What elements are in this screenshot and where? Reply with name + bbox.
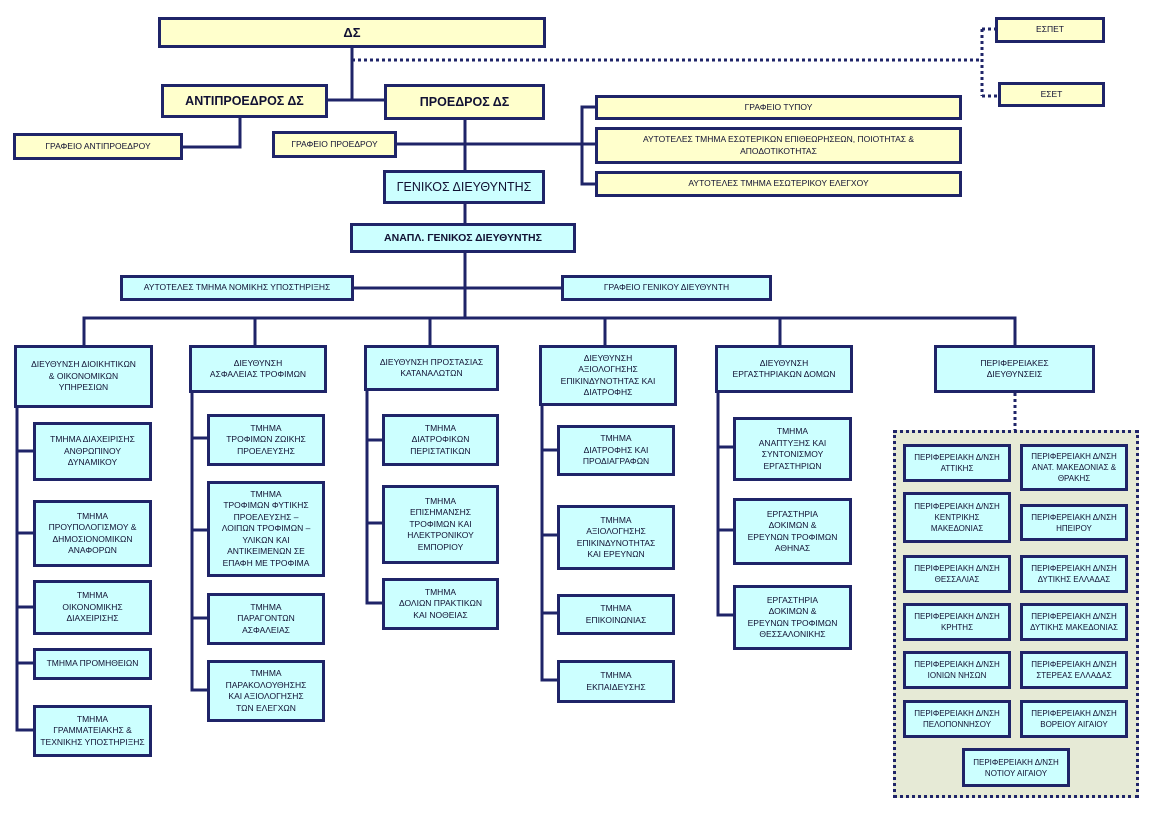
board-box: ΔΣ [158,17,546,48]
department-box: ΕΡΓΑΣΤΗΡΙΑ ΔΟΚΙΜΩΝ & ΕΡΕΥΝΩΝ ΤΡΟΦΙΜΩΝ ΑΘ… [733,498,852,565]
deputy-general-director-box: ΑΝΑΠΛ. ΓΕΝΙΚΟΣ ΔΙΕΥΘΥΝΤΗΣ [350,223,576,253]
espet-committee-box: ΕΣΠΕΤ [995,17,1105,43]
department-box: ΤΜΗΜΑ ΠΡΟΜΗΘΕΙΩΝ [33,648,152,680]
department-box: ΤΜΗΜΑ ΔΙΑΤΡΟΦΙΚΩΝ ΠΕΡΙΣΤΑΤΙΚΩΝ [382,414,499,466]
regional-office-box: ΠΕΡΙΦΕΡΕΙΑΚΗ Δ/ΝΣΗ ΔΥΤΙΚΗΣ ΜΑΚΕΔΟΝΙΑΣ [1020,603,1128,641]
president-office-box: ΓΡΑΦΕΙΟ ΠΡΟΕΔΡΟΥ [272,131,397,158]
department-box: ΤΜΗΜΑ ΑΞΙΟΛΟΓΗΣΗΣ ΕΠΙΚΙΝΔΥΝΟΤΗΤΑΣ ΚΑΙ ΕΡ… [557,505,675,570]
department-box: ΤΜΗΜΑ ΔΟΛΙΩΝ ΠΡΑΚΤΙΚΩΝ ΚΑΙ ΝΟΘΕΙΑΣ [382,578,499,630]
directorate-box: ΔΙΕΥΘΥΝΣΗ ΑΣΦΑΛΕΙΑΣ ΤΡΟΦΙΜΩΝ [189,345,327,393]
department-box: ΤΜΗΜΑ ΓΡΑΜΜΑΤΕΙΑΚΗΣ & ΤΕΧΝΙΚΗΣ ΥΠΟΣΤΗΡΙΞ… [33,705,152,757]
department-box: ΤΜΗΜΑ ΤΡΟΦΙΜΩΝ ΖΩΙΚΗΣ ΠΡΟΕΛΕΥΣΗΣ [207,414,325,466]
regional-office-box: ΠΕΡΙΦΕΡΕΙΑΚΗ Δ/ΝΣΗ ΘΕΣΣΑΛΙΑΣ [903,555,1011,593]
regional-office-box: ΠΕΡΙΦΕΡΕΙΑΚΗ Δ/ΝΣΗ ΗΠΕΙΡΟΥ [1020,504,1128,541]
regional-office-box: ΠΕΡΙΦΕΡΕΙΑΚΗ Δ/ΝΣΗ ΔΥΤΙΚΗΣ ΕΛΛΑΔΑΣ [1020,555,1128,593]
department-box: ΤΜΗΜΑ ΑΝΑΠΤΥΞΗΣ ΚΑΙ ΣΥΝΤΟΝΙΣΜΟΥ ΕΡΓΑΣΤΗΡ… [733,417,852,481]
department-box: ΤΜΗΜΑ ΕΠΙΣΗΜΑΝΣΗΣ ΤΡΟΦΙΜΩΝ ΚΑΙ ΗΛΕΚΤΡΟΝΙ… [382,485,499,564]
department-box: ΤΜΗΜΑ ΠΡΟΥΠΟΛΟΓΙΣΜΟΥ & ΔΗΜΟΣΙΟΝΟΜΙΚΩΝ ΑΝ… [33,500,152,567]
general-director-box: ΓΕΝΙΚΟΣ ΔΙΕΥΘΥΝΤΗΣ [383,170,545,204]
regional-office-box: ΠΕΡΙΦΕΡΕΙΑΚΗ Δ/ΝΣΗ ΣΤΕΡΕΑΣ ΕΛΛΑΔΑΣ [1020,651,1128,689]
regional-office-box: ΠΕΡΙΦΕΡΕΙΑΚΗ Δ/ΝΣΗ ΝΟΤΙΟΥ ΑΙΓΑΙΟΥ [962,748,1070,787]
regional-office-box: ΠΕΡΙΦΕΡΕΙΑΚΗ Δ/ΝΣΗ ΚΡΗΤΗΣ [903,603,1011,641]
regional-directorates-box: ΠΕΡΙΦΕΡΕΙΑΚΕΣ ΔΙΕΥΘΥΝΣΕΙΣ [934,345,1095,393]
regional-office-box: ΠΕΡΙΦΕΡΕΙΑΚΗ Δ/ΝΣΗ ΑΝΑΤ. ΜΑΚΕΔΟΝΙΑΣ & ΘΡ… [1020,444,1128,491]
directorate-box: ΔΙΕΥΘΥΝΣΗ ΔΙΟΙΚΗΤΙΚΩΝ & ΟΙΚΟΝΟΜΙΚΩΝ ΥΠΗΡ… [14,345,153,408]
department-box: ΤΜΗΜΑ ΔΙΑΧΕΙΡΙΣΗΣ ΑΝΘΡΩΠΙΝΟΥ ΔΥΝΑΜΙΚΟΥ [33,422,152,481]
department-box: ΤΜΗΜΑ ΠΑΡΑΚΟΛΟΥΘΗΣΗΣ ΚΑΙ ΑΞΙΟΛΟΓΗΣΗΣ ΤΩΝ… [207,660,325,722]
directorate-box: ΔΙΕΥΘΥΝΣΗ ΠΡΟΣΤΑΣΙΑΣ ΚΑΤΑΝΑΛΩΤΩΝ [364,345,499,391]
press-office-box: ΓΡΑΦΕΙΟ ΤΥΠΟΥ [595,95,962,120]
vice-president-box: ΑΝΤΙΠΡΟΕΔΡΟΣ ΔΣ [161,84,328,118]
department-box: ΤΜΗΜΑ ΕΠΙΚΟΙΝΩΝΙΑΣ [557,594,675,635]
regional-office-box: ΠΕΡΙΦΕΡΕΙΑΚΗ Δ/ΝΣΗ ΠΕΛΟΠΟΝΝΗΣΟΥ [903,700,1011,738]
department-box: ΤΜΗΜΑ ΠΑΡΑΓΟΝΤΩΝ ΑΣΦΑΛΕΙΑΣ [207,593,325,645]
regional-office-box: ΠΕΡΙΦΕΡΕΙΑΚΗ Δ/ΝΣΗ ΚΕΝΤΡΙΚΗΣ ΜΑΚΕΔΟΝΙΑΣ [903,492,1011,543]
department-box: ΤΜΗΜΑ ΟΙΚΟΝΟΜΙΚΗΣ ΔΙΑΧΕΙΡΙΣΗΣ [33,580,152,635]
department-box: ΤΜΗΜΑ ΔΙΑΤΡΟΦΗΣ ΚΑΙ ΠΡΟΔΙΑΓΡΑΦΩΝ [557,425,675,476]
president-box: ΠΡΟΕΔΡΟΣ ΔΣ [384,84,545,120]
department-box: ΤΜΗΜΑ ΕΚΠΑΙΔΕΥΣΗΣ [557,660,675,703]
legal-support-unit-box: ΑΥΤΟΤΕΛΕΣ ΤΜΗΜΑ ΝΟΜΙΚΗΣ ΥΠΟΣΤΗΡΙΞΗΣ [120,275,354,301]
department-box: ΤΜΗΜΑ ΤΡΟΦΙΜΩΝ ΦΥΤΙΚΗΣ ΠΡΟΕΛΕΥΣΗΣ – ΛΟΙΠ… [207,481,325,577]
general-director-office-box: ΓΡΑΦΕΙΟ ΓΕΝΙΚΟΥ ΔΙΕΥΘΥΝΤΗ [561,275,772,301]
internal-inspections-unit-box: ΑΥΤΟΤΕΛΕΣ ΤΜΗΜΑ ΕΣΩΤΕΡΙΚΩΝ ΕΠΙΘΕΩΡΗΣΕΩΝ,… [595,127,962,164]
eset-committee-box: ΕΣΕΤ [998,82,1105,107]
directorate-box: ΔΙΕΥΘΥΝΣΗ ΑΞΙΟΛΟΓΗΣΗΣ ΕΠΙΚΙΝΔΥΝΟΤΗΤΑΣ ΚΑ… [539,345,677,406]
regional-office-box: ΠΕΡΙΦΕΡΕΙΑΚΗ Δ/ΝΣΗ ΑΤΤΙΚΗΣ [903,444,1011,482]
regional-office-box: ΠΕΡΙΦΕΡΕΙΑΚΗ Δ/ΝΣΗ ΙΟΝΙΩΝ ΝΗΣΩΝ [903,651,1011,689]
internal-audit-unit-box: ΑΥΤΟΤΕΛΕΣ ΤΜΗΜΑ ΕΣΩΤΕΡΙΚΟΥ ΕΛΕΓΧΟΥ [595,171,962,197]
regional-office-box: ΠΕΡΙΦΕΡΕΙΑΚΗ Δ/ΝΣΗ ΒΟΡΕΙΟΥ ΑΙΓΑΙΟΥ [1020,700,1128,738]
vice-president-office-box: ΓΡΑΦΕΙΟ ΑΝΤΙΠΡΟΕΔΡΟΥ [13,133,183,160]
directorate-box: ΔΙΕΥΘΥΝΣΗ ΕΡΓΑΣΤΗΡΙΑΚΩΝ ΔΟΜΩΝ [715,345,853,393]
department-box: ΕΡΓΑΣΤΗΡΙΑ ΔΟΚΙΜΩΝ & ΕΡΕΥΝΩΝ ΤΡΟΦΙΜΩΝ ΘΕ… [733,585,852,650]
